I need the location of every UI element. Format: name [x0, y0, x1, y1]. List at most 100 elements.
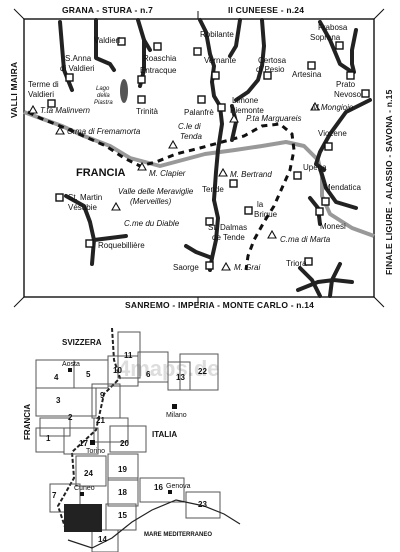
pass-tenda: C.le di [178, 122, 201, 131]
town-valdieri: Valdieri [94, 36, 120, 45]
town-terme: Terme di [28, 80, 59, 89]
town-triora: Triora [286, 259, 307, 268]
edge-label-right: FINALE LIGURE - ALASSIO - SAVONA - n.15 [384, 89, 394, 275]
peak-mongioie: M.Mongioie [312, 103, 354, 112]
valley-meraviglie: Valle delle Meraviglie [118, 187, 194, 196]
sheet-14: 14 [98, 535, 107, 544]
city-aosta: Aosta [62, 361, 80, 368]
peak-diable: C.me du Diable [124, 219, 180, 228]
town-la: la [257, 200, 264, 209]
sheet-18: 18 [118, 488, 127, 497]
peak-markers [28, 101, 320, 271]
town-stdalmas-tende: de Tende [212, 233, 245, 242]
town-certosa: Certosa [258, 56, 287, 65]
town-tende: Tende [202, 185, 224, 194]
town-roaschia: Roaschia [143, 54, 177, 63]
sheet-21: 21 [96, 416, 105, 425]
town-terme-valdieri: Valdieri [28, 90, 54, 99]
overview-map: 4maps.de [23, 327, 241, 552]
town-robilante: Robilante [200, 30, 234, 39]
edge-label-left: VALLI MAIRA [9, 62, 19, 118]
peak-bertrand: M. Bertrand [230, 170, 272, 179]
sheet-17: 17 [79, 439, 88, 448]
city-milano: Milano [166, 412, 187, 419]
sheet-3: 3 [56, 396, 61, 405]
town-la-brigue: Brigue [254, 210, 278, 219]
lake-label-1: Lago [96, 86, 110, 92]
town-viozene: Viozene [318, 129, 347, 138]
lake-label-3: Piastra [94, 100, 113, 106]
sheet-10: 10 [113, 366, 122, 375]
town-frabosa-soprana: Soprana [310, 33, 341, 42]
town-roquebilliere: Roquebillière [98, 241, 145, 250]
town-monesi: Monesi [320, 222, 346, 231]
sheet-1: 1 [46, 434, 51, 443]
sheet-13: 13 [176, 373, 185, 382]
sheet-23: 23 [198, 500, 207, 509]
town-mendatica: Mendatica [324, 183, 361, 192]
sheet-numbers: 11 10 4 5 6 22 13 3 9 21 2 1 17 20 19 24… [46, 351, 207, 544]
town-saorge: Saorge [173, 263, 199, 272]
sheet-2: 2 [68, 413, 73, 422]
sheet-8-highlight [64, 504, 102, 532]
town-prato-nevoso: Nevoso [334, 90, 362, 99]
sheet-16: 16 [154, 483, 163, 492]
town-markers [47, 37, 370, 270]
town-certosa-pesio: di Pesio [256, 65, 285, 74]
edge-label-bottom: SANREMO - IMPERIA - MONTE CARLO - n.14 [125, 300, 314, 310]
peak-malinvern: T.ta Malinvern [40, 106, 91, 115]
sheet-11: 11 [124, 351, 133, 360]
sheet-9: 9 [100, 391, 105, 400]
peak-marta: C.ma di Marta [280, 235, 331, 244]
sheet-24: 24 [84, 469, 93, 478]
country-svizzera: SVIZZERA [62, 338, 102, 347]
lake-label-2: della [97, 93, 110, 99]
city-cuneo: Cuneo [74, 485, 95, 492]
overview-sheets [35, 331, 221, 552]
sheet-4: 4 [54, 373, 59, 382]
watermark: 4maps.de [118, 356, 220, 381]
sheet-6: 6 [146, 370, 151, 379]
city-torino: Torino [86, 448, 105, 455]
lake-piastra [120, 79, 128, 103]
town-santanna-valdieri: di Valdieri [60, 64, 95, 73]
peak-marguareis: P.ta Marguareis [246, 114, 301, 123]
peak-fremamorta: C.ma di Fremamorta [67, 127, 141, 136]
pass-tenda-name: Tenda [180, 132, 203, 141]
sheet-15: 15 [118, 511, 127, 520]
top-map: GRANA - STURA - n.7 Il CUNEESE - n.24 SA… [9, 5, 394, 310]
country-italia: ITALIA [152, 430, 177, 439]
edge-label-top-right: Il CUNEESE - n.24 [228, 5, 304, 15]
town-entracque: Entracque [140, 66, 177, 75]
coastline [67, 499, 241, 549]
town-stdalmas: St. Dalmas [208, 223, 247, 232]
town-limone: Limone [232, 96, 259, 105]
sheet-22: 22 [198, 367, 207, 376]
overview-border [56, 327, 122, 531]
peak-grai: M. Grai [234, 263, 260, 272]
town-stmartin-vesubie: Vésubie [68, 203, 97, 212]
town-stmartin: St. Martin [68, 193, 102, 202]
city-markers [68, 368, 177, 496]
sea-label: MARE MEDITERRANEO [144, 532, 212, 538]
town-upega: Upega [303, 163, 327, 172]
city-genova: Genova [166, 483, 191, 490]
town-frabosa: Frabosa [318, 23, 348, 32]
country-label-francia: FRANCIA [76, 167, 126, 179]
sheet-5: 5 [86, 370, 91, 379]
town-limone-piemonte: Piemonte [230, 106, 264, 115]
peak-clapier: M. Clapier [149, 169, 186, 178]
sheet-20: 20 [120, 439, 129, 448]
valley-merveilles: (Merveilles) [130, 197, 172, 206]
country-francia: FRANCIA [23, 404, 32, 440]
sheet-19: 19 [118, 465, 127, 474]
town-santanna: S.Anna [65, 54, 92, 63]
town-palanfre: Palanfrè [184, 108, 214, 117]
sheet-7: 7 [52, 491, 57, 500]
town-prato: Prato [336, 80, 356, 89]
town-trinita: Trinità [136, 107, 158, 116]
town-artesina: Artesina [292, 70, 322, 79]
town-vernante: Vernante [204, 56, 237, 65]
edge-label-top-left: GRANA - STURA - n.7 [62, 5, 153, 15]
